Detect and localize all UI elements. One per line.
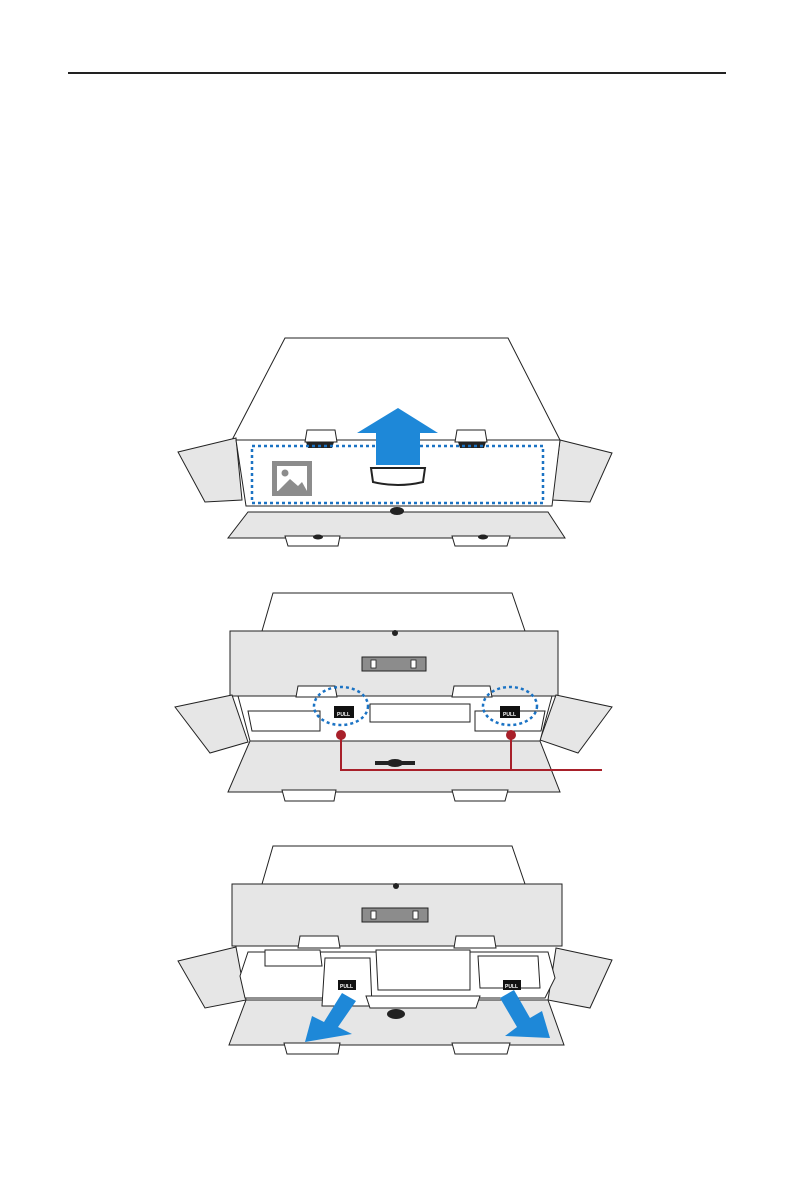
step-2-figure: PULL PULL: [0, 585, 794, 805]
step-1-figure: [0, 330, 794, 555]
carton-back-lid: [262, 846, 525, 884]
clip-right: [455, 430, 487, 442]
pull-tab-right-label: PULL: [505, 984, 518, 990]
image-placeholder-icon: [272, 461, 312, 496]
pull-tab-left-label: PULL: [340, 984, 353, 990]
carton-right-flap: [552, 440, 612, 502]
carton-left-flap: [175, 695, 248, 753]
carton-right-flap: [540, 695, 612, 753]
carton-left-flap: [178, 438, 242, 502]
carton-left-flap: [178, 947, 246, 1008]
pull-tab-right-label: PULL: [503, 712, 516, 718]
carton-front-flap: [228, 512, 565, 538]
step-3-figure: PULL PULL: [0, 838, 794, 1063]
step-1-illustration: [0, 330, 794, 555]
pull-tab-left-label: PULL: [337, 712, 350, 718]
step-2-illustration: PULL PULL: [0, 585, 794, 805]
top-rule: [68, 72, 726, 74]
carton-right-flap: [548, 948, 612, 1008]
step-3-illustration: PULL PULL: [0, 838, 794, 1063]
carton-back-lid: [262, 593, 525, 631]
clip-left: [305, 430, 337, 442]
carton-tab-left: [285, 536, 340, 546]
handle: [371, 468, 425, 485]
